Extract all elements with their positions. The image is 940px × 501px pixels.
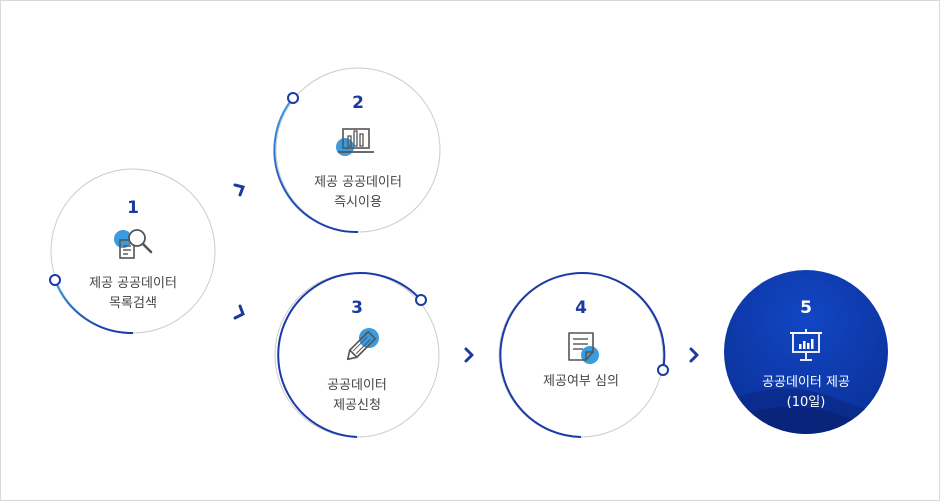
step-label: 공공데이터 제공신청 bbox=[327, 378, 387, 413]
step-number: 4 bbox=[575, 298, 587, 318]
step-label: 제공 공공데이터 목록검색 bbox=[89, 276, 177, 311]
step-1-circle bbox=[49, 168, 216, 335]
step-2: 2 제공 공공데이터 즉시이용 bbox=[278, 70, 438, 230]
step-5: 5 공공데이터 제공 (10일) bbox=[726, 272, 886, 432]
arrow-4-to-5 bbox=[689, 347, 699, 363]
arrow-3-to-4 bbox=[464, 347, 474, 363]
step-label: 제공 공공데이터 즉시이용 bbox=[314, 175, 402, 210]
step-number: 3 bbox=[351, 298, 363, 318]
step-label: 공공데이터 제공 (10일) bbox=[762, 375, 850, 410]
laptop-chart-icon bbox=[333, 123, 377, 163]
document-review-icon bbox=[565, 330, 605, 372]
step-number: 1 bbox=[127, 198, 139, 218]
step-1: 1 제공 공공데이터 목록검색 bbox=[53, 171, 213, 331]
step-3-circle bbox=[274, 272, 440, 438]
presentation-chart-icon bbox=[788, 329, 824, 367]
step-number: 5 bbox=[800, 298, 812, 318]
step-label: 제공여부 심의 bbox=[543, 374, 619, 389]
step-number: 2 bbox=[352, 93, 364, 113]
step-3: 3 공공데이터 제공신청 bbox=[277, 275, 437, 435]
document-search-icon bbox=[113, 228, 155, 268]
arrow-1-to-3 bbox=[233, 304, 245, 320]
step-2-circle bbox=[273, 67, 441, 234]
pencil-icon bbox=[339, 326, 381, 372]
step-4: 4 제공여부 심의 bbox=[501, 275, 661, 435]
arrow-1-to-2 bbox=[233, 183, 245, 197]
